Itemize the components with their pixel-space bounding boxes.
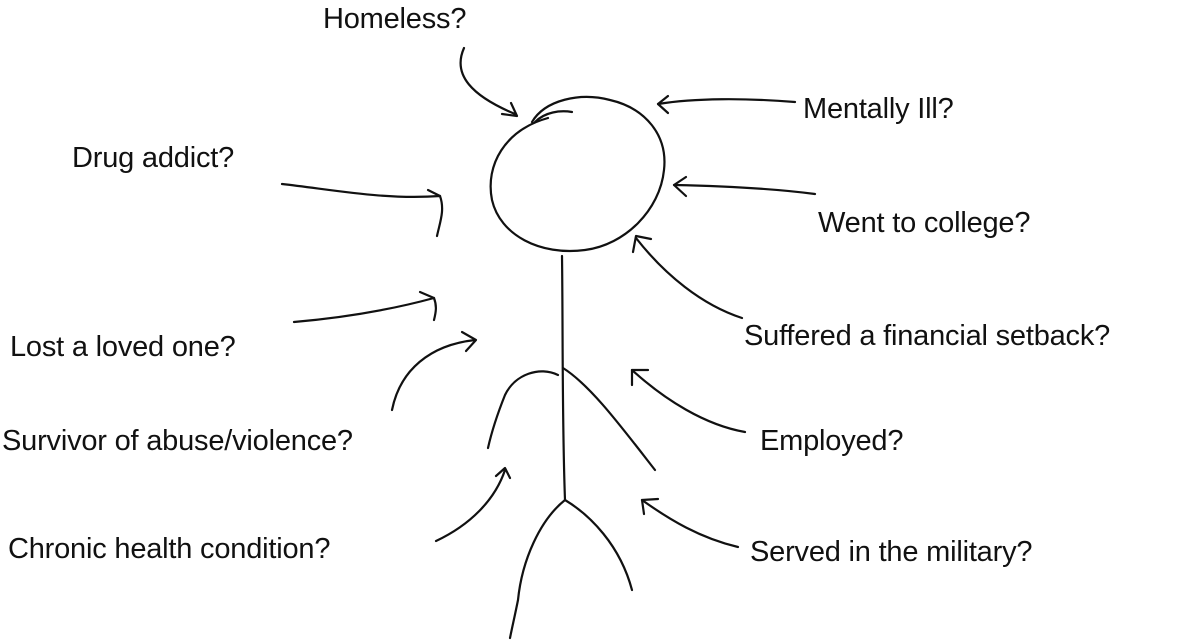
arrow-employed-head (630, 368, 650, 387)
figure-head-overlap (533, 110, 574, 124)
label-homeless: Homeless? (323, 3, 467, 35)
label-went-to-college: Went to college? (818, 207, 1031, 239)
figure-left-arm (486, 370, 560, 450)
label-lost-loved-one: Lost a loved one? (10, 331, 236, 363)
label-drug-addict: Drug addict? (72, 142, 235, 174)
arrow-mentally-ill (656, 98, 797, 106)
label-survivor-of-abuse: Survivor of abuse/violence? (2, 425, 353, 457)
figure-head (489, 95, 666, 253)
figure-right-leg (563, 498, 634, 592)
arrow-military (640, 498, 740, 549)
label-employed: Employed? (760, 425, 904, 457)
arrows (280, 46, 817, 549)
figure-torso (560, 254, 567, 502)
label-mentally-ill: Mentally Ill? (803, 93, 954, 125)
label-served-in-military: Served in the military? (750, 536, 1033, 568)
arrow-chronic-health (434, 468, 507, 543)
arrow-drug-addict-head (426, 188, 442, 198)
arrow-abuse-head (460, 330, 478, 353)
arrow-homeless-head (500, 101, 519, 118)
arrow-financial-setback (634, 236, 744, 320)
arrow-college-head (672, 175, 688, 198)
figure-left-leg (508, 498, 567, 640)
arrow-employed (630, 368, 747, 434)
arrow-chronic-health-head (494, 466, 512, 480)
arrow-financial-setback-head (631, 234, 653, 254)
arrow-lost-loved-one-head (418, 290, 436, 300)
arrow-mentally-ill-head (656, 94, 670, 115)
arrow-abuse (390, 338, 477, 412)
arrow-military-head (640, 497, 660, 516)
stick-figure (486, 95, 666, 640)
arrow-homeless (459, 46, 517, 116)
arrow-college (672, 183, 817, 196)
label-financial-setback: Suffered a financial setback? (744, 320, 1111, 352)
arrow-lost-loved-one (292, 296, 437, 324)
arrow-drug-addict (280, 182, 444, 238)
label-chronic-health: Chronic health condition? (8, 533, 331, 565)
figure-right-arm (561, 366, 657, 472)
